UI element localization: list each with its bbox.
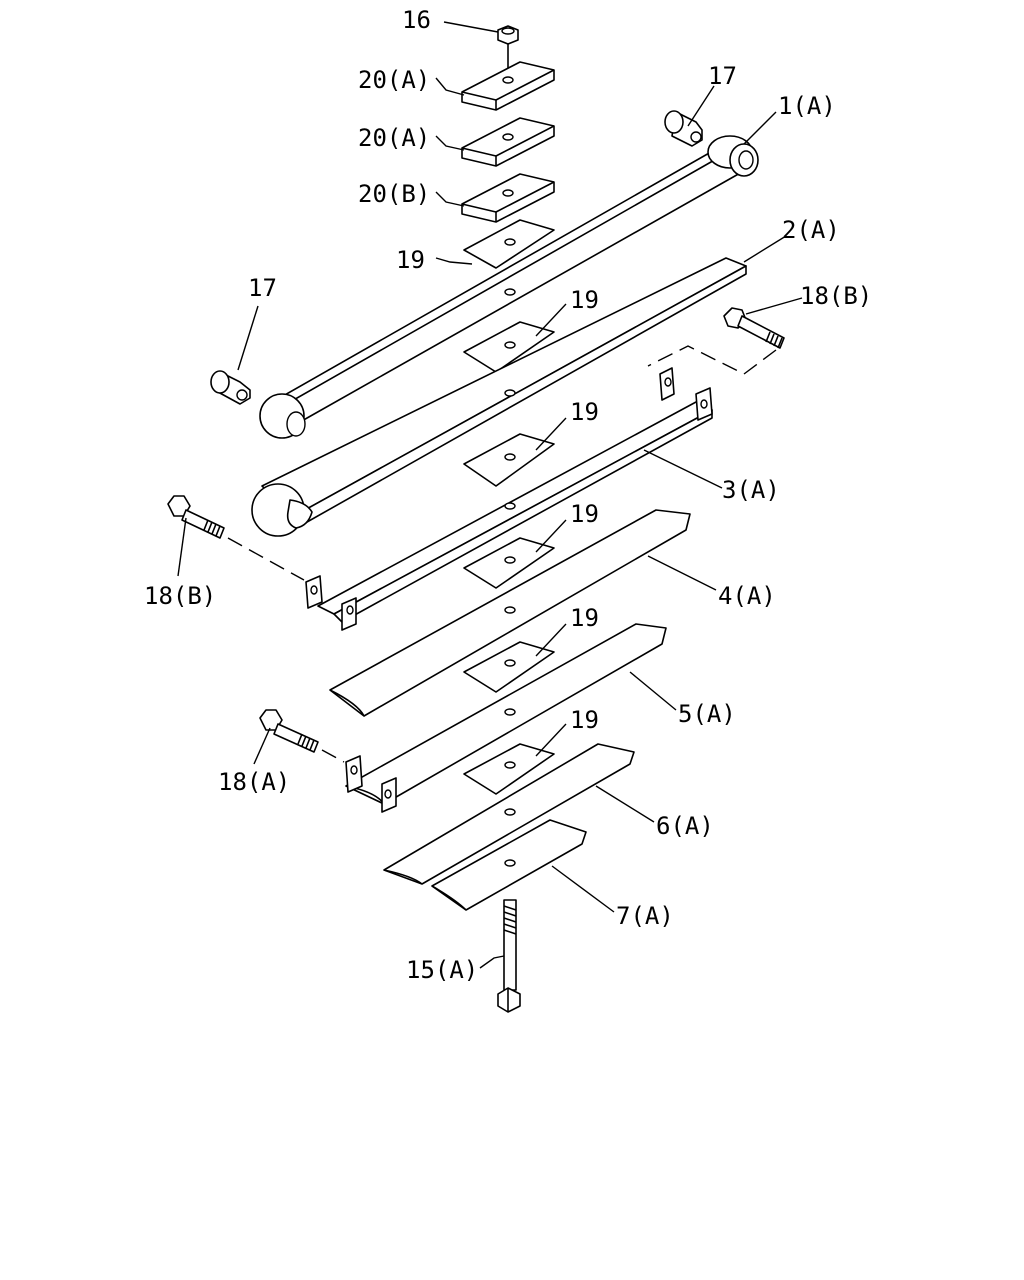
leaf-with-clips-part-5a xyxy=(345,623,667,813)
main-leaf-part-1a xyxy=(259,135,759,439)
bushing-part-17-left xyxy=(210,370,251,405)
callout-19-3: 19 xyxy=(570,398,599,426)
plate-part-20a-2 xyxy=(461,117,555,167)
pad-part-19-top xyxy=(463,219,555,269)
callout-6a: 6(A) xyxy=(656,812,714,840)
bolt-part-18b-left xyxy=(167,495,225,539)
dashed-line-left-bolt xyxy=(227,537,305,581)
plate-part-20b xyxy=(461,173,555,223)
callout-18a: 18(A) xyxy=(218,768,290,796)
second-leaf-part-2a xyxy=(251,257,747,537)
pad-part-19-5 xyxy=(463,641,555,693)
callout-20a-1: 20(A) xyxy=(358,66,430,94)
center-bolt-part-15a xyxy=(497,899,521,1013)
pad-part-19-3 xyxy=(463,433,555,487)
callout-18b-left: 18(B) xyxy=(144,582,216,610)
pad-part-19-2 xyxy=(463,321,555,373)
callout-labels: 16 20(A) 20(A) 20(B) 19 17 1(A) 2(A) 18(… xyxy=(144,6,872,984)
leaf-with-clips-part-3a xyxy=(305,367,713,631)
callout-17-right: 17 xyxy=(708,62,737,90)
callout-19-top: 19 xyxy=(396,246,425,274)
leaf-part-4a xyxy=(329,509,691,717)
callout-2a: 2(A) xyxy=(782,216,840,244)
leaf-part-7a xyxy=(431,819,587,911)
callout-18b-right: 18(B) xyxy=(800,282,872,310)
callout-19-2: 19 xyxy=(570,286,599,314)
callout-7a: 7(A) xyxy=(616,902,674,930)
callout-17-left: 17 xyxy=(248,274,277,302)
callout-16: 16 xyxy=(402,6,431,34)
plate-part-20a-1 xyxy=(461,61,555,111)
dashed-line-right-bolt xyxy=(647,345,777,375)
leader-lines xyxy=(177,21,803,969)
callout-3a: 3(A) xyxy=(722,476,780,504)
callout-5a: 5(A) xyxy=(678,700,736,728)
callout-19-6: 19 xyxy=(570,706,599,734)
bushing-part-17-right xyxy=(664,110,703,147)
bolt-part-18b-right xyxy=(723,307,785,349)
callout-4a: 4(A) xyxy=(718,582,776,610)
bolt-part-18a xyxy=(259,709,319,753)
callout-19-5: 19 xyxy=(570,604,599,632)
callout-1a: 1(A) xyxy=(778,92,836,120)
pad-part-19-6 xyxy=(463,743,555,795)
leaf-part-6a xyxy=(383,743,635,885)
callout-15a: 15(A) xyxy=(406,956,478,984)
callout-20b: 20(B) xyxy=(358,180,430,208)
nut-part-16 xyxy=(497,25,519,78)
callout-19-4: 19 xyxy=(570,500,599,528)
callout-20a-2: 20(A) xyxy=(358,124,430,152)
dashed-line-bolt-18a xyxy=(321,749,345,763)
pad-part-19-4 xyxy=(463,537,555,589)
